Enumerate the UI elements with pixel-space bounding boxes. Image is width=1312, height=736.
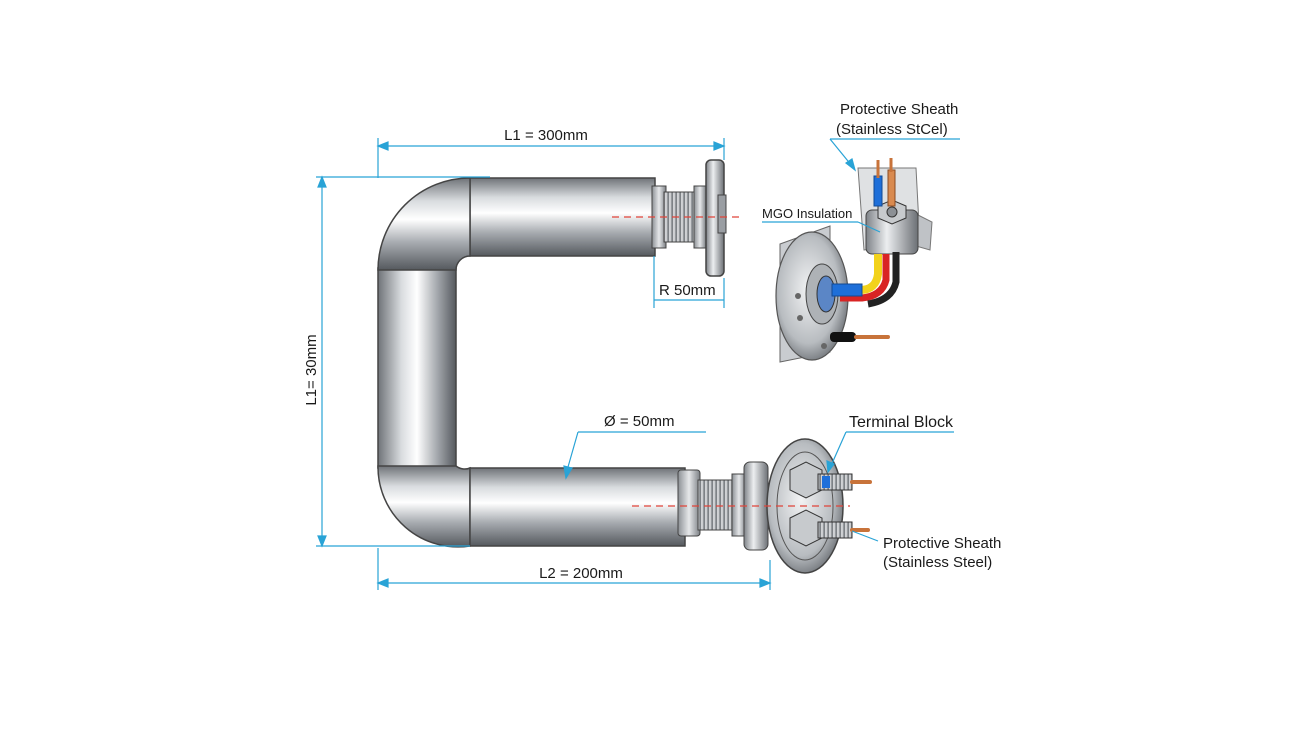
vertical-tube: [377, 267, 457, 469]
sheath-bottom-label-line2: (Stainless Steel): [883, 554, 992, 571]
dim-bottom-length-label: L2 = 200mm: [539, 565, 623, 582]
terminal-stud-bottom: [817, 521, 853, 539]
cutaway-detail: [775, 158, 933, 363]
top-thread: [663, 191, 697, 243]
bottom-collar: [677, 469, 701, 537]
bottom-thread: [697, 479, 735, 531]
dim-vertical-length-label: L1= 30mm: [303, 334, 320, 405]
diameter-label: Ø = 50mm: [604, 413, 674, 430]
top-fitting: [612, 159, 742, 277]
detail-wire-red: [840, 254, 890, 302]
terminal-nut-bottom: [789, 509, 823, 547]
mgo-leader: [857, 221, 881, 233]
dimension-lines: [316, 138, 960, 590]
detail-wire-blue: [831, 283, 863, 297]
detail-wire-blue-up: [873, 175, 883, 207]
sheath-top-label-line1: Protective Sheath: [840, 101, 958, 118]
detail-wire-copper-up: [887, 169, 896, 207]
bottom-bend: [377, 465, 471, 548]
terminal-nut-top: [789, 461, 823, 499]
sheath-bottom-label-line1: Protective Sheath: [883, 535, 1001, 552]
terminal-block-leader: [829, 431, 847, 469]
loose-wire: [830, 332, 856, 342]
bottom-tube: [469, 467, 686, 547]
terminal-block-label: Terminal Block: [849, 414, 954, 431]
bottom-fitting: [632, 438, 872, 574]
dim-top-length-label: L1 = 300mm: [504, 127, 588, 144]
u-tube: [377, 177, 686, 548]
dim-radius-label: R 50mm: [659, 282, 716, 299]
sheath-top-label-line2: (Stainless StCel): [836, 121, 948, 138]
sheath-bottom-leader: [851, 530, 879, 542]
detail-wire-black: [867, 252, 900, 308]
top-bend: [377, 177, 471, 271]
mgo-insulation-label: MGO Insulation: [762, 206, 852, 221]
